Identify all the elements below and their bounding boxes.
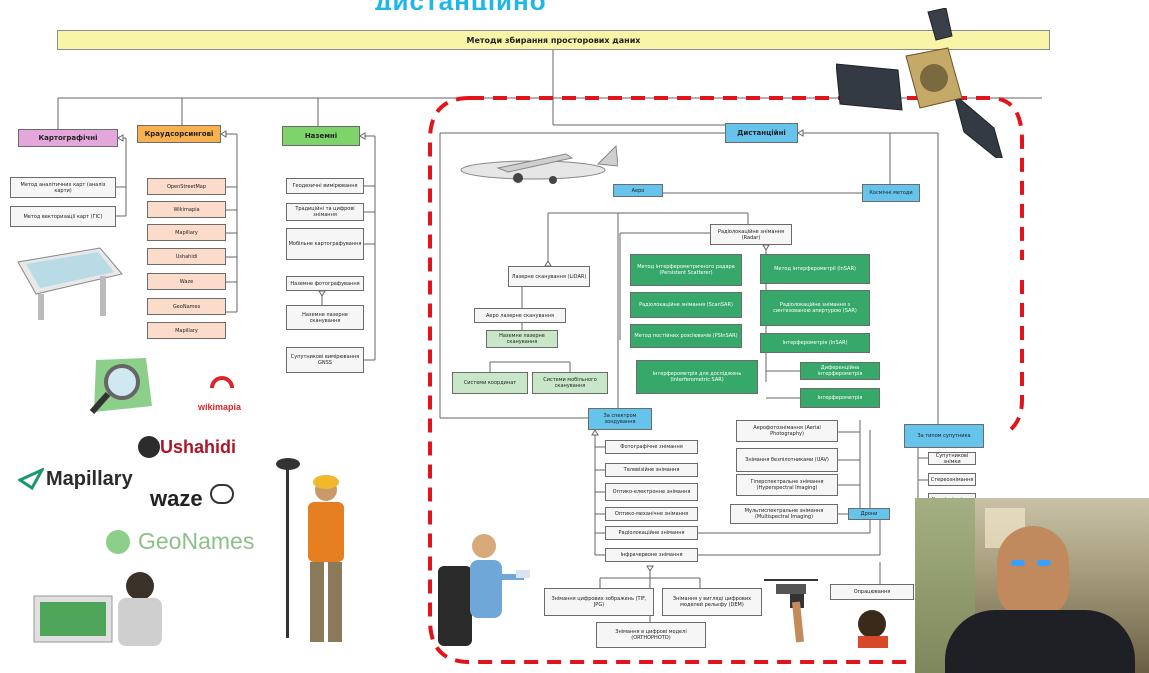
spectrum-item-4: Оптико-механічне знімання: [605, 507, 698, 521]
radar-left-4: Інтерферометрія для досліджень (Interfer…: [636, 360, 758, 394]
spectrum-item-5: Радіолокаційне знімання: [605, 526, 698, 540]
crowd-item-4: Ushahidi: [147, 248, 226, 265]
touch-table-illustration: [17, 247, 123, 320]
radar-left-1: Метод інтерферометричного радара (Persis…: [630, 254, 742, 286]
carto-item-2: Метод векторизації карт (ГІС): [10, 206, 116, 227]
remote-space: Космічні методи: [862, 184, 920, 202]
lidar-sub-3: Системи координат: [452, 372, 528, 394]
drone-item-2: Знімання безпілотниками (UAV): [736, 448, 838, 472]
spectrum-item-1: Фотографічне знімання: [605, 440, 698, 454]
radar-right-3: Інтерферометрія (InSAR): [760, 333, 870, 353]
remote-by-satellite: За типом супутника: [904, 424, 984, 448]
output-item-3: Знімання в цифрові моделі (ORTHOPHOTO): [596, 622, 706, 648]
radar-left-2: Радіолокаційне знімання (ScanSAR): [630, 292, 742, 318]
remote-radar: Радіолокаційне знімання (Radar): [710, 224, 792, 245]
waze-icon: [210, 484, 234, 504]
remote-by-spectrum: За спектром зондування: [588, 408, 652, 430]
satellite-illustration: [836, 8, 1003, 158]
output-item-1: Знімання цифрових зображень (TIF, JPG): [544, 588, 654, 616]
airplane-illustration: [460, 144, 618, 184]
spectrum-item-6: Інфрачервоне знімання: [605, 548, 698, 562]
ground-item-1: Геодезичні вимірювання: [286, 178, 364, 194]
presenter-body: [945, 610, 1135, 673]
presenter-face: [997, 526, 1069, 618]
child-computer-illustration: [33, 572, 162, 646]
crowd-item-1: OpenStreetMap: [147, 178, 226, 195]
backpack-lidar-illustration: [438, 534, 530, 646]
diagram-main-title: Методи збирання просторових даних: [57, 30, 1050, 50]
radar-bottom-1: Диференційна інтерферометрія: [800, 362, 880, 380]
category-crowdsource: Краудсорсингові: [137, 125, 221, 143]
drone-item-3: Гіперспектральне знімання (Hyperspectral…: [736, 474, 838, 496]
radar-left-3: Метод постійних розсіювачів (PSInSAR): [630, 324, 742, 348]
lidar-sub-1: Аеро лазерне сканування: [474, 308, 566, 323]
category-cartographic: Картографічні: [18, 129, 118, 147]
ground-item-6: Супутникові вимірювання GNSS: [286, 347, 364, 373]
mapillary-icon: [18, 468, 44, 490]
crowd-item-6: GeoNames: [147, 298, 226, 315]
lidar-sub-2: Наземне лазерне сканування: [486, 330, 558, 348]
category-ground: Наземні: [282, 126, 360, 146]
sat-item-1: Супутникові знімки: [928, 452, 976, 465]
ushahidi-icon: [138, 436, 160, 458]
mapillary-logo: Mapillary: [46, 468, 133, 490]
category-remote: Дистанційні: [725, 123, 798, 143]
waze-logo: waze: [150, 486, 203, 511]
remote-processing: Опрацювання: [830, 584, 914, 600]
ground-item-5: Наземне лазерне сканування: [286, 305, 364, 330]
ushahidi-logo: Ushahidi: [160, 437, 237, 457]
drone-item-4: Мультиспектральне знімання (Multispectra…: [730, 504, 838, 524]
radar-right-2: Радіолокаційне знімання з синтезованою а…: [760, 290, 870, 326]
remote-drones: Дрони: [848, 508, 890, 520]
geonames-logo: GeoNames: [138, 528, 255, 554]
magnifier-map-icon: [89, 358, 152, 414]
lidar-sub-4: Системи мобільного сканування: [532, 372, 608, 394]
crowd-item-2: Wikimapia: [147, 201, 226, 218]
surveyor-gnss-illustration: [276, 458, 344, 642]
crowd-item-5: Waze: [147, 273, 226, 290]
glasses-reflection-left: [1011, 560, 1025, 566]
sat-item-2: Стереознімання: [928, 473, 976, 486]
remote-highlight-frame: [428, 96, 1024, 664]
spectrum-item-2: Телевізійне знімання: [605, 463, 698, 477]
carto-item-1: Метод аналітичних карт (аналіз карти): [10, 177, 116, 198]
remote-aerial: Аеро: [613, 184, 663, 197]
wikimapia-logo: [204, 374, 244, 398]
remote-lidar: Лазерне сканування (LiDAR): [508, 266, 590, 287]
drone-item-1: Аерофотознімання (Aerial Photography): [736, 420, 838, 442]
spectrum-item-3: Оптико-електронне знімання: [605, 483, 698, 501]
output-item-2: Знімання у вигляді цифрових моделей рель…: [662, 588, 762, 616]
crowd-item-3: Mapillary: [147, 224, 226, 241]
glasses-reflection-right: [1037, 560, 1051, 566]
radar-right-1: Метод інтерферометрії (InSAR): [760, 254, 870, 284]
geonames-globe-icon: [106, 530, 130, 554]
ground-item-2: Традиційні та цифрові знімання: [286, 203, 364, 221]
radar-bottom-2: Інтерферометрія: [800, 388, 880, 408]
ground-item-3: Мобільне картографування: [286, 228, 364, 260]
slide-title: дистанційно: [375, 0, 665, 10]
wikimapia-logo-text: wikimapia: [198, 402, 242, 412]
crowd-item-7: Mapillary: [147, 322, 226, 339]
drone-operator-illustration: [764, 579, 888, 648]
presenter-webcam: [915, 498, 1149, 673]
ground-item-4: Наземне фотографування: [286, 276, 364, 291]
